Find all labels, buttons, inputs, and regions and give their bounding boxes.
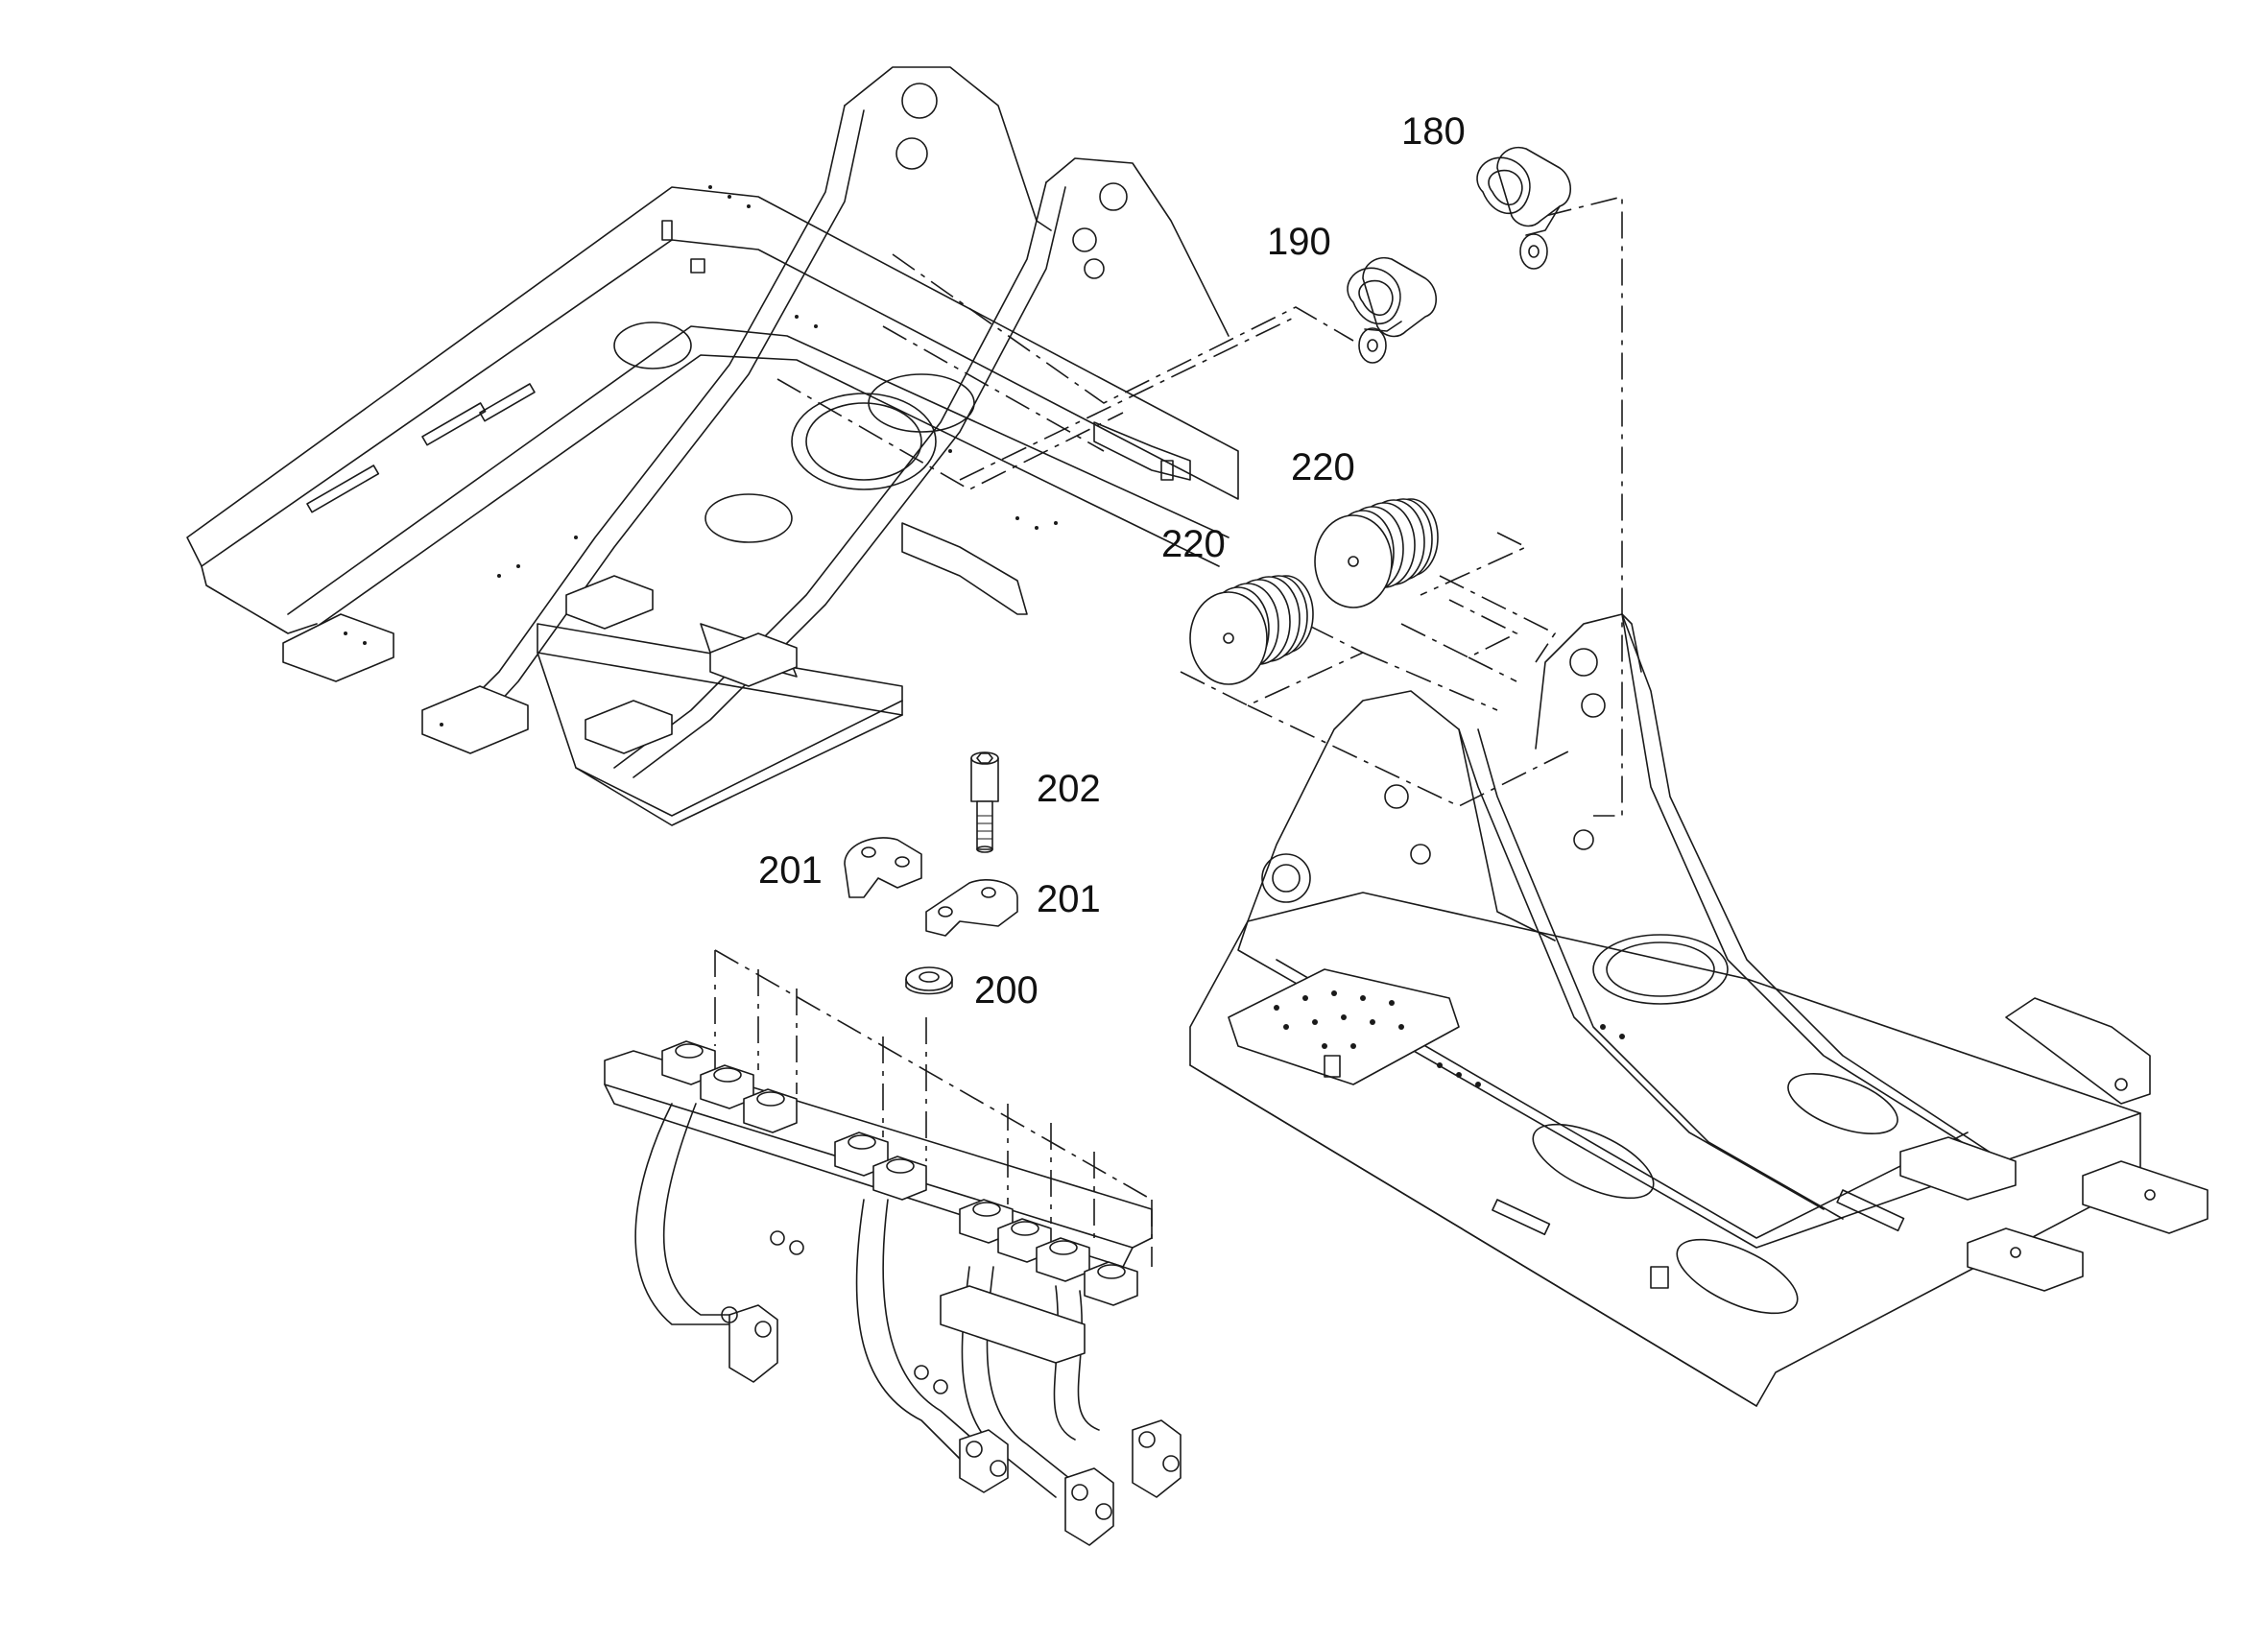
part-190-pipe-clamp xyxy=(1347,257,1438,364)
label-201-left: 201 xyxy=(758,849,823,892)
part-201-clamp-half-lower xyxy=(925,879,1018,937)
hose-manifold-assembly xyxy=(604,1040,1182,1546)
label-200: 200 xyxy=(974,969,1039,1012)
part-180-pipe-clamp xyxy=(1476,147,1572,270)
label-190: 190 xyxy=(1267,221,1331,263)
part-202-socket-head-screw xyxy=(970,751,999,853)
label-180: 180 xyxy=(1401,110,1466,153)
label-202: 202 xyxy=(1037,768,1101,810)
part-220-rubber-mount-lower xyxy=(1189,575,1314,685)
label-201-right: 201 xyxy=(1037,878,1101,920)
part-200-washer xyxy=(905,966,953,995)
part-201-clamp-half-upper xyxy=(844,837,922,898)
left-upper-frame xyxy=(186,66,1239,826)
part-220-rubber-mount-upper xyxy=(1314,498,1439,608)
assembly-leader-lines xyxy=(714,195,1623,1267)
label-220-lower: 220 xyxy=(1161,523,1226,565)
label-220-upper: 220 xyxy=(1291,446,1355,488)
right-lower-frame xyxy=(1189,613,2208,1407)
